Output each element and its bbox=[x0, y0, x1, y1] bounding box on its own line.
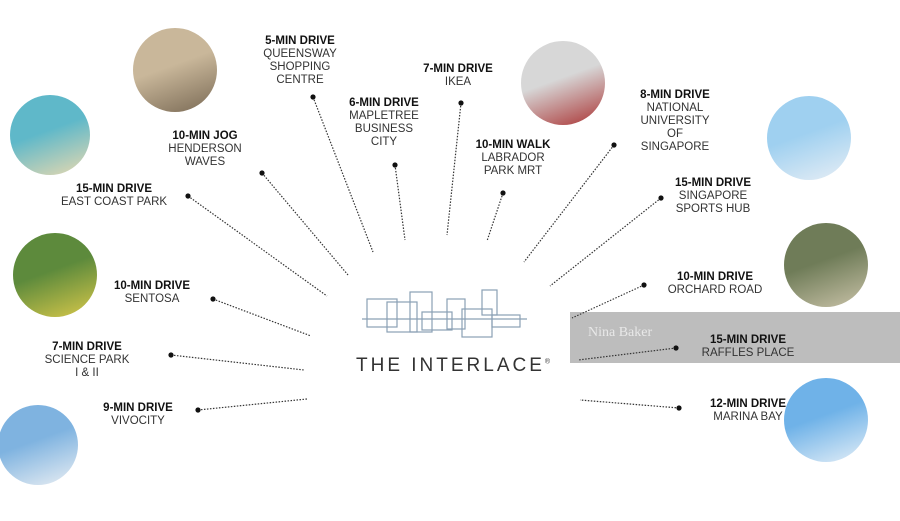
place-name: VIVOCITY bbox=[111, 415, 165, 427]
connector-dot bbox=[392, 162, 398, 168]
place-name: SENTOSA bbox=[124, 293, 180, 305]
vivocity-photo bbox=[0, 405, 78, 485]
connector-dot bbox=[611, 142, 617, 148]
travel-time: 12-MIN DRIVE bbox=[709, 398, 787, 410]
travel-time: 10-MIN WALK bbox=[475, 139, 551, 151]
connector-dot bbox=[210, 296, 216, 302]
connector-line bbox=[549, 197, 662, 287]
connector-dot bbox=[673, 345, 679, 351]
travel-time: 15-MIN DRIVE bbox=[674, 177, 752, 189]
interlace-logo-icon bbox=[362, 289, 527, 338]
place-name: OF bbox=[667, 128, 683, 140]
place-name: RAFFLES PLACE bbox=[701, 347, 795, 359]
labrador-park-mrt-photo bbox=[521, 41, 605, 125]
travel-time: 15-MIN DRIVE bbox=[709, 334, 787, 346]
east-coast-park-photo bbox=[10, 95, 90, 175]
place-name: WAVES bbox=[184, 156, 226, 168]
sports-hub-photo bbox=[767, 96, 851, 180]
connector-line bbox=[197, 398, 308, 411]
connector-line bbox=[571, 284, 645, 319]
connector-dot bbox=[500, 190, 506, 196]
place-name: SCIENCE PARK bbox=[44, 354, 130, 366]
connector-dot bbox=[658, 195, 664, 201]
travel-time: 6-MIN DRIVE bbox=[349, 97, 419, 109]
place-name: ORCHARD ROAD bbox=[667, 284, 763, 296]
place-name: MAPLETREE bbox=[349, 110, 419, 122]
connector-line bbox=[187, 195, 328, 297]
travel-time: 7-MIN DRIVE bbox=[423, 63, 493, 75]
connector-line bbox=[394, 164, 406, 241]
place-name: UNIVERSITY bbox=[640, 115, 710, 127]
registered-mark: ® bbox=[544, 358, 554, 366]
connector-dot bbox=[310, 94, 316, 100]
travel-time: 10-MIN JOG bbox=[172, 130, 238, 142]
place-name: IKEA bbox=[444, 76, 472, 88]
connector-dot bbox=[641, 282, 647, 288]
connector-line bbox=[212, 298, 312, 337]
orchard-road-photo bbox=[784, 223, 868, 307]
place-name: MARINA BAY bbox=[713, 411, 783, 423]
project-name: THE INTERLACE® bbox=[356, 355, 553, 377]
place-name: PARK MRT bbox=[483, 165, 543, 177]
henderson-waves-photo bbox=[133, 28, 217, 112]
watermark-text: Nina Baker bbox=[588, 325, 653, 340]
place-name: CENTRE bbox=[276, 74, 324, 86]
travel-time: 15-MIN DRIVE bbox=[75, 183, 153, 195]
place-name: CITY bbox=[370, 136, 398, 148]
marina-bay-photo bbox=[784, 378, 868, 462]
sentosa-photo bbox=[13, 233, 97, 317]
place-name: SHOPPING bbox=[269, 61, 331, 73]
place-name: NATIONAL bbox=[646, 102, 704, 114]
connector-line bbox=[261, 172, 349, 276]
place-name: SINGAPORE bbox=[640, 141, 710, 153]
connector-dot bbox=[195, 407, 201, 413]
connector-line bbox=[486, 192, 504, 242]
place-name: EAST COAST PARK bbox=[60, 196, 168, 208]
place-name: QUEENSWAY bbox=[263, 48, 337, 60]
place-name: BUSINESS bbox=[354, 123, 414, 135]
project-name-text: THE INTERLACE bbox=[356, 355, 545, 376]
connector-line bbox=[446, 102, 462, 236]
place-name: HENDERSON bbox=[168, 143, 242, 155]
connector-line bbox=[577, 347, 677, 361]
connector-line bbox=[170, 354, 305, 371]
travel-time: 8-MIN DRIVE bbox=[640, 89, 710, 101]
place-name: I & II bbox=[75, 367, 99, 379]
place-name: LABRADOR bbox=[481, 152, 545, 164]
place-name: SPORTS HUB bbox=[675, 203, 751, 215]
connector-line bbox=[523, 144, 615, 263]
travel-time: 5-MIN DRIVE bbox=[265, 35, 335, 47]
connector-dot bbox=[168, 352, 174, 358]
connector-dot bbox=[458, 100, 464, 106]
connector-dot bbox=[259, 170, 265, 176]
travel-time: 10-MIN DRIVE bbox=[676, 271, 754, 283]
travel-time: 7-MIN DRIVE bbox=[52, 341, 122, 353]
travel-time: 10-MIN DRIVE bbox=[113, 280, 191, 292]
connector-line bbox=[579, 399, 680, 409]
connector-dot bbox=[185, 193, 191, 199]
connector-line bbox=[312, 96, 374, 253]
travel-time: 9-MIN DRIVE bbox=[103, 402, 173, 414]
connector-dot bbox=[676, 405, 682, 411]
place-name: SINGAPORE bbox=[678, 190, 748, 202]
